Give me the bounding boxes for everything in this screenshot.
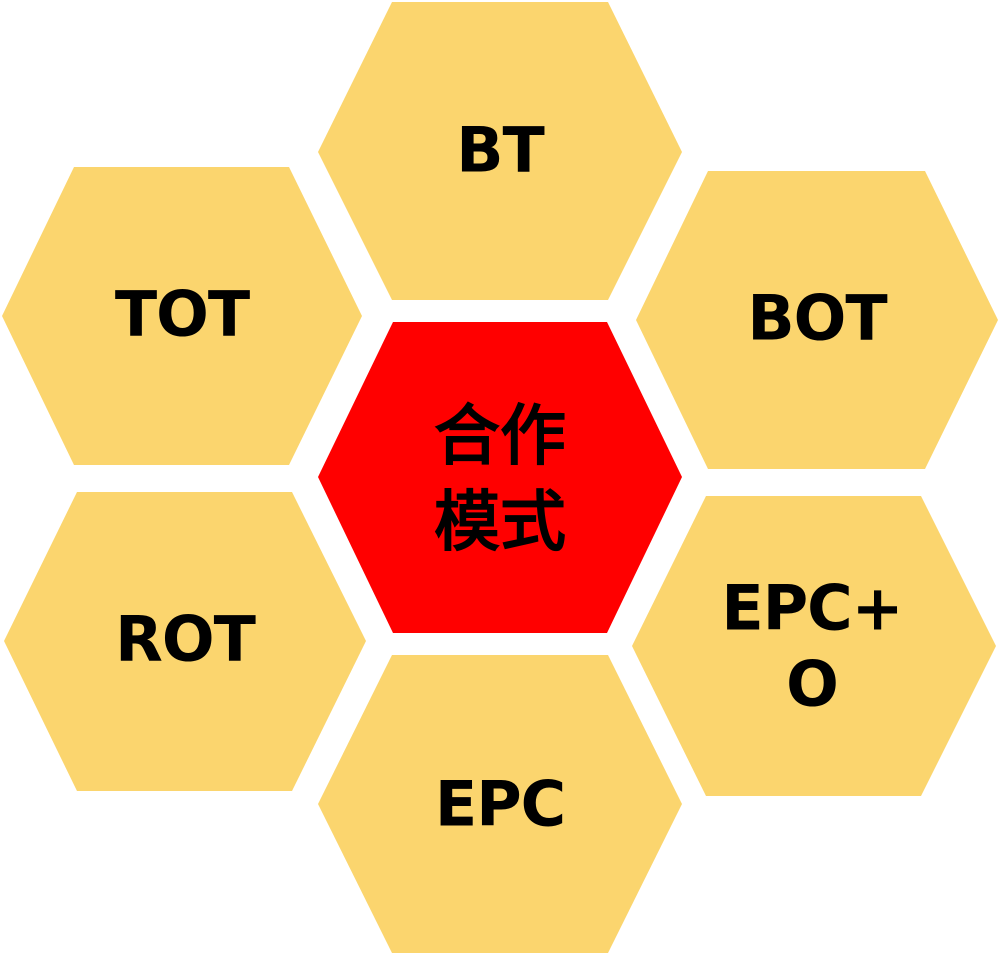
hex-shape-bt <box>318 2 682 300</box>
hex-shape-center <box>318 322 682 633</box>
center-label-line-1: 合作 <box>434 398 566 475</box>
hex-shape-bot <box>636 171 998 469</box>
hex-label-epc-o-line-1: EPC+ <box>721 572 902 645</box>
hex-cell-bt: BT <box>318 2 682 300</box>
center-label-line-2: 模式 <box>434 484 566 561</box>
hex-cell-epc: EPC <box>318 655 682 953</box>
hex-shape-tot <box>2 167 362 465</box>
hex-cell-rot: ROT <box>4 492 366 791</box>
hex-label-epc-o-line-2: O <box>786 648 838 721</box>
hex-shape-rot <box>4 492 366 791</box>
hex-label-epc: EPC <box>435 768 565 841</box>
hex-cell-epc-o: EPC+ O <box>632 496 996 796</box>
hex-shape-epc-o <box>632 496 996 796</box>
hex-label-bot: BOT <box>747 282 887 355</box>
hex-shape-epc <box>318 655 682 953</box>
hex-cell-center: 合作 模式 <box>318 322 682 633</box>
hex-cell-bot: BOT <box>636 171 998 469</box>
hex-label-tot: TOT <box>115 278 250 351</box>
hex-cell-tot: TOT <box>2 167 362 465</box>
hex-label-rot: ROT <box>115 603 255 676</box>
hex-label-bt: BT <box>456 114 544 187</box>
